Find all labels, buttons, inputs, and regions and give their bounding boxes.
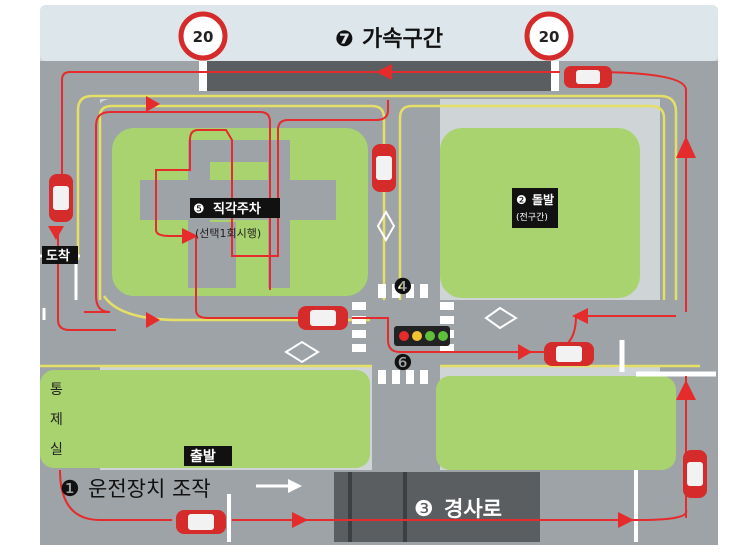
arrow-down-left xyxy=(48,226,64,240)
diamond-marks xyxy=(284,209,518,364)
car-parking-exit xyxy=(298,306,348,330)
speed-sign-left: 20 xyxy=(178,11,228,61)
slope-area xyxy=(334,472,540,542)
operation-arrow xyxy=(256,479,302,493)
turn-note: (전구간) xyxy=(516,212,548,223)
accel-line-left xyxy=(199,61,207,91)
arrow-up-lower-right xyxy=(676,380,696,400)
operation-label: 운전장치 조작 xyxy=(88,477,211,501)
car-signal xyxy=(544,342,594,366)
acceleration-zone-strip xyxy=(207,61,551,91)
speed-sign-right-value: 20 xyxy=(539,28,560,46)
yellow-lines xyxy=(40,94,700,368)
finish-marker: 도착 xyxy=(46,248,70,264)
arrow-up-right xyxy=(676,136,696,158)
grass-control-block xyxy=(40,370,370,468)
slope-number: ❸ xyxy=(414,497,434,522)
parking-note: (선택1회시행) xyxy=(195,227,261,240)
parking-lanes xyxy=(140,140,336,288)
route-arrows xyxy=(48,64,696,528)
slope-label: 경사로 xyxy=(444,497,502,521)
parking-label-box xyxy=(190,198,280,218)
accel-line-right xyxy=(551,61,559,91)
parking-label: 직각주차 xyxy=(213,201,261,217)
control-room-char-2: 제 xyxy=(50,412,63,428)
grass-lower-right-block xyxy=(436,376,676,470)
arrow-left-right-road xyxy=(572,308,588,324)
car-start xyxy=(176,510,226,534)
signal-number: ❻ xyxy=(393,351,413,376)
start-marker-box xyxy=(184,446,232,466)
car-top xyxy=(564,66,612,88)
control-room-char-3: 실 xyxy=(50,442,63,458)
acceleration-zone-label: 가속구간 xyxy=(362,27,443,52)
acceleration-zone-number: ❼ xyxy=(335,27,354,52)
operation-number: ❶ xyxy=(60,477,80,502)
arrow-right-bottom-end xyxy=(618,512,634,528)
finish-marker-box xyxy=(42,246,78,264)
speed-sign-right: 20 xyxy=(524,11,574,61)
car-maze xyxy=(372,144,396,192)
turn-label: 돌발 xyxy=(532,192,554,207)
arrow-right-parking xyxy=(182,228,198,244)
slope-edges xyxy=(348,472,407,542)
intersection-number: ❹ xyxy=(393,275,413,300)
start-marker: 출발 xyxy=(190,448,216,465)
arrow-right-lower-left xyxy=(146,312,160,328)
arrow-right-signal xyxy=(518,344,532,360)
arrow-right-bottom xyxy=(292,512,308,528)
crosswalks xyxy=(352,284,454,384)
traffic-light xyxy=(394,326,450,346)
turn-label-box xyxy=(512,188,558,228)
speed-sign-left-value: 20 xyxy=(193,28,214,46)
car-left xyxy=(49,174,73,222)
arrow-right-maze xyxy=(146,96,160,112)
control-room-char-1: 통 xyxy=(50,382,63,398)
arrow-left-top xyxy=(376,64,392,80)
car-right xyxy=(683,450,707,498)
turn-number: ❷ xyxy=(516,193,527,207)
parking-number: ❺ xyxy=(193,202,205,217)
